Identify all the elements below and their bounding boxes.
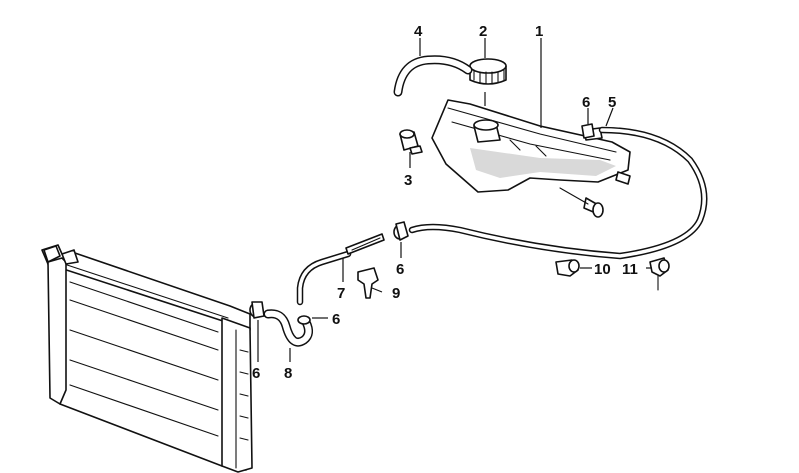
hose-7 xyxy=(296,233,385,306)
hose-clamp-6-pipe xyxy=(393,221,409,241)
callout-4: 4 xyxy=(414,23,423,40)
vent-hose-4 xyxy=(393,55,473,97)
callout-11: 11 xyxy=(622,261,638,278)
callout-6-pipe: 6 xyxy=(396,261,404,278)
filler-cap xyxy=(469,58,507,85)
clip-10 xyxy=(555,259,580,277)
callout-5: 5 xyxy=(608,94,616,111)
callout-8: 8 xyxy=(284,365,292,382)
clip-9 xyxy=(357,267,379,299)
callout-6-ring: 6 xyxy=(332,311,340,328)
callout-10: 10 xyxy=(594,261,611,278)
holder-11 xyxy=(649,257,670,291)
callout-9: 9 xyxy=(392,285,400,302)
hose-clamp-6-top xyxy=(581,123,595,139)
level-sensor xyxy=(399,129,423,155)
callout-2: 2 xyxy=(479,23,487,40)
hose-clamp-6-ring xyxy=(297,315,311,325)
hose-clamp-6-radiator xyxy=(249,301,265,319)
callout-labels: 1 2 3 4 5 6 6 6 6 7 8 9 10 11 xyxy=(252,23,638,382)
callout-6-top: 6 xyxy=(582,94,590,111)
callout-1: 1 xyxy=(535,23,543,40)
expansion-tank xyxy=(431,99,631,218)
callout-7: 7 xyxy=(337,285,345,302)
leader-lines xyxy=(257,38,652,362)
radiator xyxy=(41,244,253,473)
radiator-hose-8 xyxy=(263,309,314,347)
overflow-hose-5 xyxy=(408,126,708,260)
callout-3: 3 xyxy=(404,172,412,189)
callout-6-radiator: 6 xyxy=(252,365,260,382)
